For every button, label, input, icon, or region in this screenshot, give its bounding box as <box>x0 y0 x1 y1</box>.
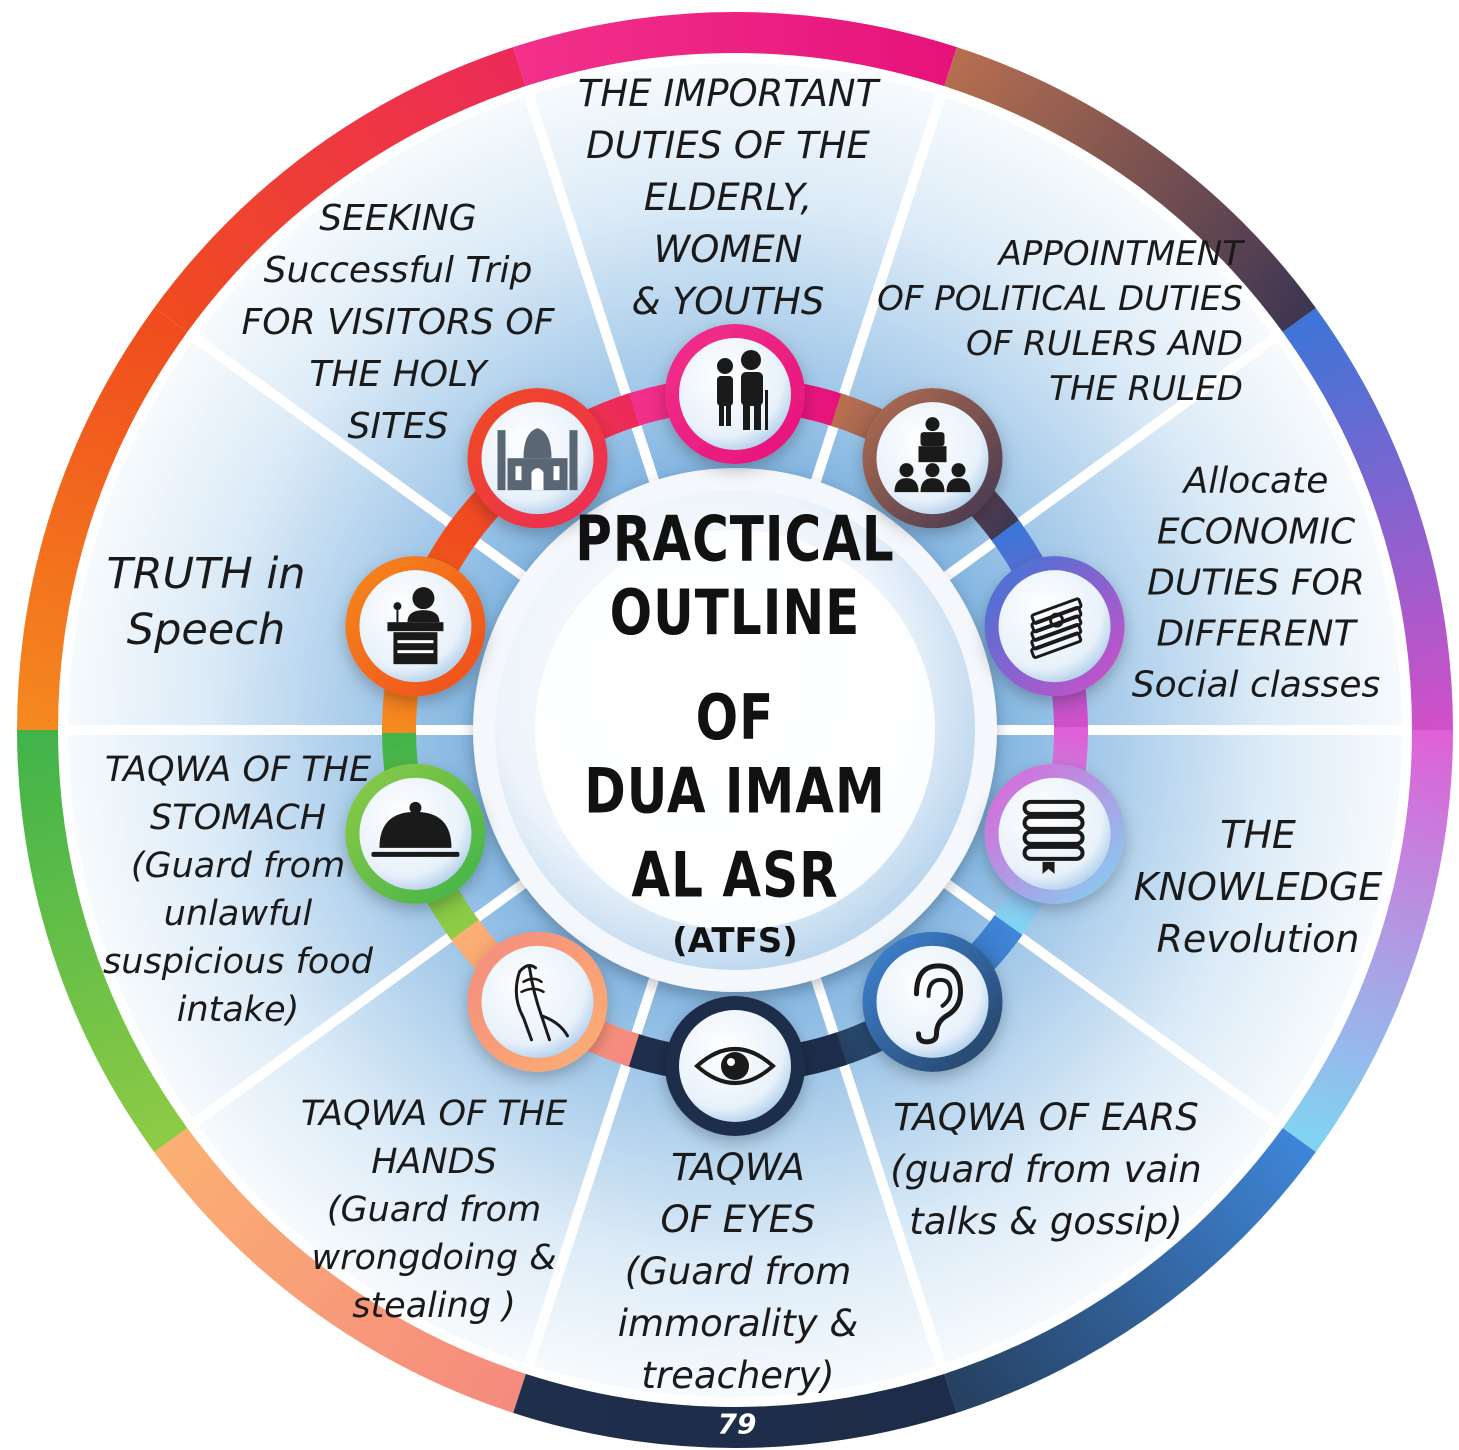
node-taqwa-eyes <box>665 996 805 1136</box>
node-political-duties <box>862 388 1003 529</box>
rim-segment-knowledge-revolution <box>1278 730 1453 1153</box>
label-taqwa-eyes: TAQWA OF EYES (Guard from immorality & treac… <box>618 1142 858 1402</box>
label-line: TRUTH in <box>106 549 306 599</box>
lectern-speaker-icon <box>387 587 444 665</box>
label-line: suspicious food <box>103 942 373 982</box>
rim-segment-duties-elderly <box>513 11 957 91</box>
label-line: (guard from vain <box>890 1148 1202 1191</box>
label-political-duties: APPOINTMENT OF POLITICAL DUTIES OF RULERS … <box>877 232 1243 412</box>
label-truth-speech: TRUTH in Speech <box>106 546 305 658</box>
label-line: wrongdoing & <box>311 1238 557 1278</box>
label-line: APPOINTMENT <box>998 234 1243 274</box>
label-line: unlawful <box>163 894 313 934</box>
node-seeking-trip <box>467 388 608 529</box>
center-title: PRACTICAL OUTLINE OF DUA IMAM AL ASR (AT… <box>575 497 895 963</box>
node-economic-duties <box>984 556 1125 697</box>
label-line: KNOWLEDGE <box>1133 865 1383 909</box>
page-number: 79 <box>717 1407 757 1441</box>
center-circle <box>473 468 997 992</box>
label-line: ECONOMIC <box>1156 511 1356 553</box>
food-cloche-icon <box>371 801 460 857</box>
label-line: intake) <box>176 990 300 1030</box>
label-line: THE IMPORTANT <box>577 72 879 115</box>
label-line: Social classes <box>1131 664 1381 706</box>
center-title-line-4: AL ASR <box>631 838 839 912</box>
node-taqwa-ears <box>862 931 1003 1072</box>
label-line: THE RULED <box>1049 369 1243 409</box>
label-line: Revolution <box>1156 917 1360 961</box>
rim-segment-taqwa-eyes <box>513 1369 957 1448</box>
label-line: TAQWA OF EARS <box>893 1096 1199 1139</box>
label-line: SEEKING <box>319 198 477 239</box>
label-line: DIFFERENT <box>1156 613 1356 655</box>
node-taqwa-hands <box>467 931 608 1072</box>
label-line: treachery) <box>641 1354 835 1397</box>
node-truth-speech <box>345 556 486 697</box>
label-line: talks & gossip) <box>909 1200 1183 1243</box>
label-line: Allocate <box>1183 460 1329 502</box>
label-knowledge-revolution: THE KNOWLEDGE Revolution <box>1134 809 1383 965</box>
label-line: SITES <box>347 406 449 447</box>
node-taqwa-stomach <box>345 763 486 904</box>
label-line: stealing ) <box>352 1286 516 1326</box>
icon-nodes <box>345 324 1125 1136</box>
folded-hands-icon <box>514 964 570 1042</box>
center-title-line-3: DUA IMAM <box>584 754 886 828</box>
label-line: THE <box>1220 813 1296 857</box>
label-line: (Guard from <box>130 846 346 886</box>
label-line: (Guard from <box>624 1250 852 1293</box>
label-line: immorality & <box>617 1302 859 1345</box>
label-line: DUTIES FOR <box>1147 562 1365 604</box>
label-line: (Guard from <box>326 1190 542 1230</box>
label-duties-elderly: THE IMPORTANT DUTIES OF THE ELDERLY, WOMEN &… <box>578 68 878 328</box>
ear-icon <box>913 963 963 1045</box>
elderly-and-child-icon <box>717 350 768 430</box>
center-subtitle: (ATFS) <box>672 921 798 961</box>
label-line: & YOUTHS <box>631 280 825 323</box>
label-taqwa-ears: TAQWA OF EARS (guard from vain talks & gos… <box>890 1092 1201 1248</box>
center-title-line-1: PRACTICAL <box>575 502 895 576</box>
label-line: HANDS <box>371 1142 497 1182</box>
rim-segment-taqwa-stomach <box>17 730 192 1153</box>
rim-segment-truth-speech <box>17 307 192 730</box>
label-line: TAQWA OF THE <box>104 750 372 790</box>
label-line: Successful Trip <box>263 250 533 291</box>
mosque-icon <box>497 428 578 491</box>
label-line: Speech <box>126 605 286 655</box>
label-line: TAQWA OF THE <box>300 1094 568 1134</box>
label-line: OF EYES <box>660 1198 816 1241</box>
node-duties-elderly <box>665 324 805 464</box>
label-line: FOR VISITORS OF <box>241 302 555 343</box>
label-line: THE HOLY <box>309 354 487 395</box>
center-title-line-2: OUTLINE OF <box>609 576 861 754</box>
label-line: OF RULERS AND <box>965 324 1243 364</box>
label-taqwa-hands: TAQWA OF THE HANDS (Guard from wrongdoing &… <box>301 1090 567 1330</box>
label-line: WOMEN <box>653 228 803 271</box>
label-taqwa-stomach: TAQWA OF THE STOMACH (Guard from unlawful su… <box>103 746 373 1034</box>
label-line: DUTIES OF THE <box>586 124 870 167</box>
books-icon <box>1022 799 1085 874</box>
label-line: OF POLITICAL DUTIES <box>877 279 1243 319</box>
label-line: STOMACH <box>149 798 327 838</box>
label-line: TAQWA <box>671 1146 805 1189</box>
rim-segment-economic-duties <box>1278 307 1453 730</box>
speaker-at-podium-icon <box>894 417 971 493</box>
node-knowledge-revolution <box>984 763 1125 904</box>
money-stack-icon <box>1030 597 1083 659</box>
eye-icon <box>693 1047 777 1085</box>
label-line: ELDERLY, <box>643 176 813 219</box>
